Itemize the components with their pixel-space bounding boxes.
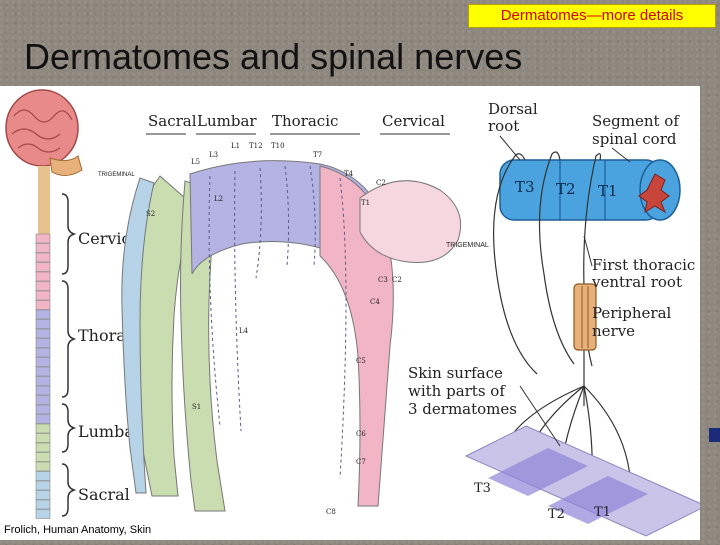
label-peripheral-nerve: Peripheral nerve xyxy=(592,304,676,340)
vertebra-segment xyxy=(35,309,51,320)
nerve-label: C3 xyxy=(378,276,388,284)
vertebra-segment xyxy=(35,471,51,481)
nerve-label: C2 xyxy=(392,276,402,284)
vertebra-segment xyxy=(35,452,51,462)
brain-and-spine xyxy=(5,89,83,519)
section-tag: Dermatomes—more details xyxy=(468,4,716,28)
dermatome-label-t2: T2 xyxy=(548,507,565,522)
nerve-labels: L1 T12 T10 L3 L5 T7 T4 C2 L2 T1 S2 C3 C2… xyxy=(146,142,402,516)
label-first-thoracic-ventral-root: First thoracic ventral root xyxy=(591,256,700,291)
vertebra-segment xyxy=(35,252,51,263)
brainstem xyxy=(38,166,50,236)
vertebra-segment xyxy=(35,404,51,415)
source-credit: Frolich, Human Anatomy, Skin xyxy=(4,524,152,536)
vertebra-segment xyxy=(35,423,51,434)
region-header-sacral: Sacral xyxy=(148,112,197,130)
vertebra-segment xyxy=(35,290,51,301)
spine-label-sacral: Sacral xyxy=(78,485,130,504)
vertebra-segment xyxy=(35,499,51,510)
nerve-label: L4 xyxy=(239,327,249,335)
nerve-label: L5 xyxy=(191,158,200,166)
vertebra-segment xyxy=(35,395,51,405)
dermatome-label-t1: T1 xyxy=(594,505,611,520)
region-header-cervical: Cervical xyxy=(382,112,445,130)
vertebra-segment xyxy=(35,509,51,519)
vertebra-segment xyxy=(35,442,51,453)
label-skin-surface: Skin surface with parts of 3 dermatomes xyxy=(408,364,517,418)
nerve-label: T7 xyxy=(313,151,322,159)
vertebra-segment xyxy=(35,271,51,282)
vertebra-segment xyxy=(35,480,51,491)
vertebra-segment xyxy=(35,376,51,386)
region-header-lumbar: Lumbar xyxy=(197,112,257,130)
nerve-label: C6 xyxy=(356,430,366,438)
gray-matter xyxy=(638,173,670,214)
brain-illustration xyxy=(5,89,79,167)
vertebra-segment xyxy=(35,490,51,500)
cord-label-t3: T3 xyxy=(515,178,535,196)
vertebra-segment xyxy=(35,262,51,272)
spine-brackets xyxy=(61,193,77,517)
cord-label-t1: T1 xyxy=(598,182,618,200)
cord-label-t2: T2 xyxy=(556,180,576,198)
nerve-label: C2 xyxy=(376,179,386,187)
nerve-label: T12 xyxy=(249,142,263,150)
spine-label-lumbar: Lumbar xyxy=(78,422,142,441)
vertebra-segment xyxy=(35,338,51,348)
vertebra-segment xyxy=(35,281,51,291)
nerve-label: S1 xyxy=(192,403,201,411)
head-region xyxy=(359,180,462,264)
nerve-label: C5 xyxy=(356,357,366,365)
vertebra-segment xyxy=(35,319,51,329)
label-segment-of-spinal-cord: Segment of spinal cord xyxy=(592,112,684,148)
label-dorsal-root: Dorsal root xyxy=(488,100,542,135)
trigeminal-label-left: TRIGEMINAL xyxy=(98,172,135,178)
nerve-label: S2 xyxy=(146,210,155,218)
nerve-label: L3 xyxy=(209,151,218,159)
vertebra-segment xyxy=(35,385,51,396)
peripheral-nerve-bundle xyxy=(573,283,597,351)
nerve-label: L2 xyxy=(214,195,223,203)
nerve-label: C7 xyxy=(356,458,366,466)
nerve-label: T1 xyxy=(361,199,370,207)
nerve-label: C8 xyxy=(326,508,336,516)
vertebra-segment xyxy=(35,347,51,358)
leg-sacral-region xyxy=(121,177,155,494)
figure-panel: Cervical Thoracic Lumbar Sacral Sacral L… xyxy=(0,86,708,540)
nerve-label: L1 xyxy=(231,142,240,150)
vertebra-segment xyxy=(35,300,51,310)
vertebra-segment xyxy=(35,461,51,472)
vertebra-segment xyxy=(35,328,51,339)
vertebra-segment xyxy=(35,233,51,244)
spinal-cord-detail xyxy=(464,151,708,537)
vertebra-segment xyxy=(35,433,51,443)
nerve-label: T10 xyxy=(271,142,285,150)
body-dermatome-map xyxy=(121,160,462,512)
region-header-thoracic: Thoracic xyxy=(272,112,338,130)
dermatome-figure: Cervical Thoracic Lumbar Sacral Sacral L… xyxy=(5,89,708,537)
vertebra-segment xyxy=(35,357,51,367)
vertebra-segment xyxy=(35,366,51,377)
slide-title: Dermatomes and spinal nerves xyxy=(24,36,523,77)
nerve-label: T4 xyxy=(344,170,354,178)
vertebra-segment xyxy=(35,414,51,424)
trigeminal-label-right: TRIGEMINAL xyxy=(446,242,489,249)
vertebra-segment xyxy=(35,243,51,253)
nerve-label: C4 xyxy=(370,298,380,306)
dermatome-label-t3: T3 xyxy=(474,481,491,496)
slide-nav-marker xyxy=(709,428,720,442)
